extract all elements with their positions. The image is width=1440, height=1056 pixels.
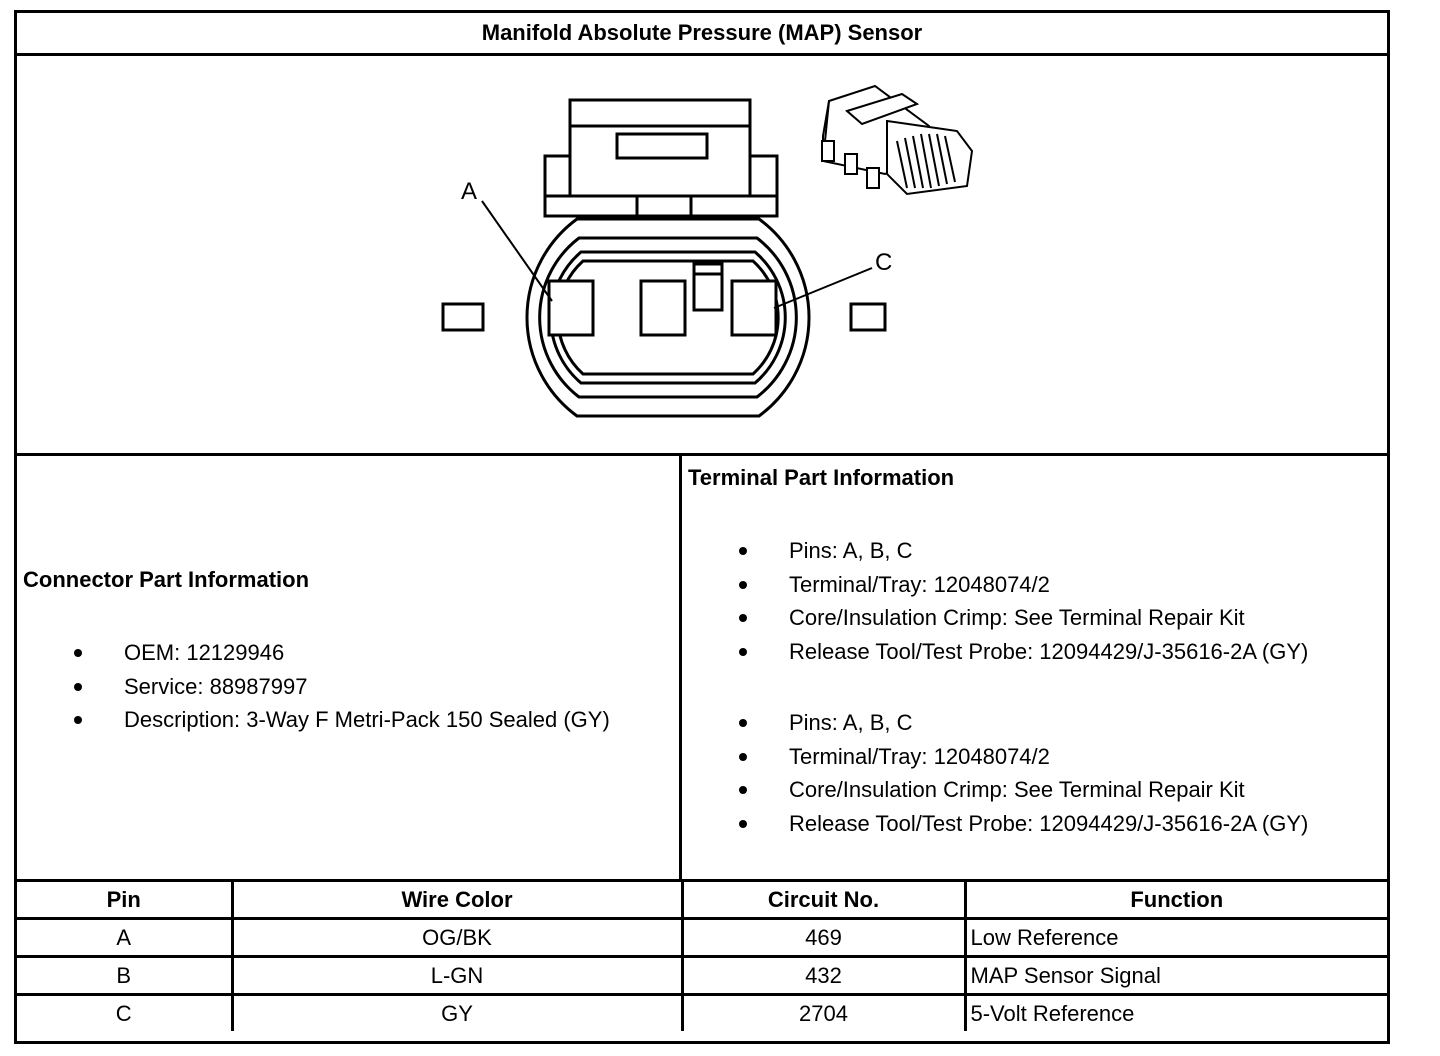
wire-color-cell: OG/BK	[230, 917, 684, 958]
list-item: Core/Insulation Crimp: See Terminal Repa…	[739, 773, 1308, 807]
bullet-icon	[739, 719, 747, 727]
circuit-cell: 469	[680, 917, 967, 958]
column-header-function: Function	[963, 879, 1387, 920]
pin-cell: C	[17, 993, 234, 1031]
page-title: Manifold Absolute Pressure (MAP) Sensor	[17, 13, 1387, 56]
cavity-a	[547, 279, 595, 337]
wire-color-cell: GY	[230, 993, 684, 1031]
bullet-icon	[74, 682, 82, 691]
column-header-pin: Pin	[17, 879, 234, 920]
connector-part-info: Connector Part Information OEM: 12129946…	[17, 456, 682, 880]
cavity-b	[639, 279, 687, 337]
table-header-row: Pin Wire Color Circuit No. Function	[17, 879, 1387, 920]
list-item: Release Tool/Test Probe: 12094429/J-3561…	[739, 807, 1308, 841]
connector-sheet: Manifold Absolute Pressure (MAP) Sensor	[14, 10, 1390, 1044]
bullet-icon	[739, 647, 747, 656]
list-item: Terminal/Tray: 12048074/2	[739, 740, 1308, 774]
list-item: Service: 88987997	[74, 670, 610, 704]
list-item: Pins: A, B, C	[739, 534, 1308, 568]
pin-cell: A	[17, 917, 234, 958]
column-header-wire-color: Wire Color	[230, 879, 684, 920]
terminal-info-heading: Terminal Part Information	[688, 465, 955, 490]
column-header-circuit: Circuit No.	[680, 879, 967, 920]
table-row: C GY 2704 5-Volt Reference	[17, 993, 1387, 1031]
callout-a: A	[461, 178, 477, 205]
bullet-icon	[74, 649, 82, 657]
bullet-icon	[739, 819, 747, 828]
bullet-icon	[739, 614, 747, 622]
terminal-info-list-2: Pins: A, B, C Terminal/Tray: 12048074/2 …	[739, 706, 1308, 840]
pin-table: Pin Wire Color Circuit No. Function A OG…	[17, 879, 1387, 1031]
terminal-info-list-1: Pins: A, B, C Terminal/Tray: 12048074/2 …	[739, 534, 1308, 668]
function-cell: 5-Volt Reference	[963, 993, 1387, 1031]
circuit-cell: 2704	[680, 993, 967, 1031]
latch-window	[615, 132, 709, 160]
connector-drawing: A C	[17, 56, 1387, 456]
list-item: Terminal/Tray: 12048074/2	[739, 568, 1308, 602]
list-item: Description: 3-Way F Metri-Pack 150 Seal…	[74, 703, 610, 737]
bullet-icon	[739, 786, 747, 794]
bullet-icon	[739, 547, 747, 555]
list-item: OEM: 12129946	[74, 636, 610, 670]
bullet-icon	[739, 580, 747, 589]
callout-c: C	[875, 249, 892, 276]
connector-face-illustration: A C	[441, 84, 974, 418]
connector-info-list: OEM: 12129946 Service: 88987997 Descript…	[74, 636, 610, 737]
wire-color-cell: L-GN	[230, 955, 684, 996]
cavity-c	[730, 279, 778, 337]
connector-perspective-icon	[821, 84, 974, 196]
bullet-icon	[74, 716, 82, 724]
table-row: B L-GN 432 MAP Sensor Signal	[17, 955, 1387, 996]
terminal-part-info: Terminal Part Information Pins: A, B, C …	[682, 456, 1390, 880]
list-item: Release Tool/Test Probe: 12094429/J-3561…	[739, 635, 1308, 669]
connector-info-heading: Connector Part Information	[23, 567, 310, 592]
bullet-icon	[739, 752, 747, 761]
function-cell: Low Reference	[963, 917, 1387, 958]
pin-cell: B	[17, 955, 234, 996]
list-item: Core/Insulation Crimp: See Terminal Repa…	[739, 601, 1308, 635]
circuit-cell: 432	[680, 955, 967, 996]
list-item: Pins: A, B, C	[739, 706, 1308, 740]
table-row: A OG/BK 469 Low Reference	[17, 917, 1387, 958]
function-cell: MAP Sensor Signal	[963, 955, 1387, 996]
